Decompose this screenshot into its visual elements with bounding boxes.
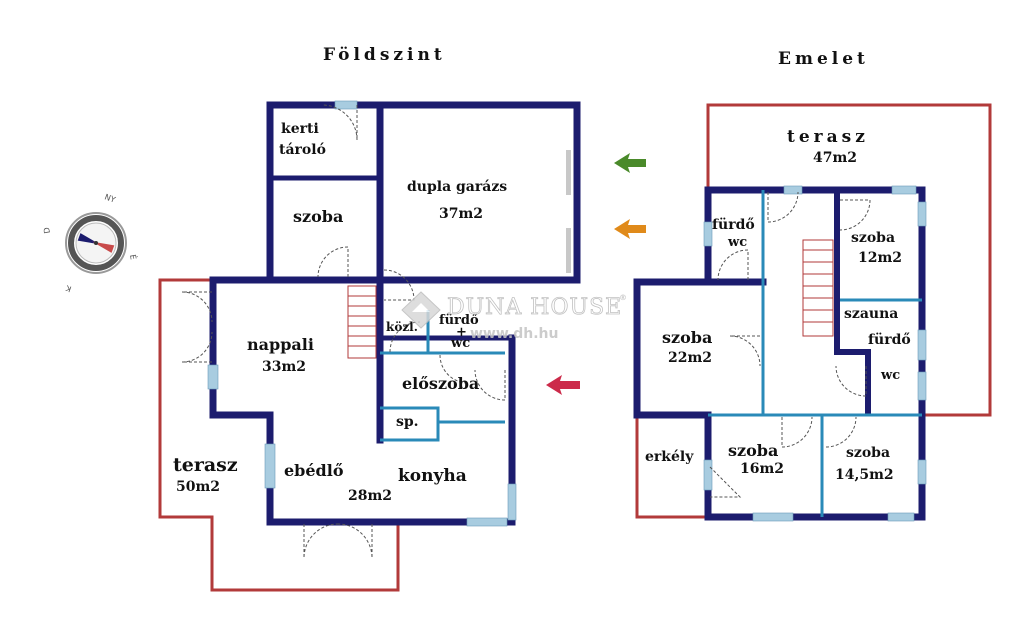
room16-area: 16m2 <box>740 461 784 477</box>
arrow-left-icon <box>614 219 646 239</box>
dining-area: 28m2 <box>348 488 392 504</box>
ground-terrace-label: terasz <box>173 454 238 476</box>
ground-stairs <box>347 285 377 359</box>
ground-floor: kerti tároló dupla garázs 37m2 szoba nap… <box>158 100 581 592</box>
watermark-brand: DUNA HOUSE <box>447 295 622 320</box>
sauna-label: szauna <box>844 306 898 322</box>
bath-label-2: + <box>456 325 467 340</box>
ground-outer-walls <box>209 101 581 526</box>
garage-label: dupla garázs <box>407 179 507 195</box>
storage-label-2: tároló <box>279 142 326 158</box>
house-logo-icon <box>401 291 441 329</box>
living-area: 33m2 <box>262 359 306 375</box>
upper-floor-title: Emelet <box>778 49 869 69</box>
ground-partitions <box>380 310 505 442</box>
watermark-reg: ® <box>619 293 627 302</box>
compass-e: É <box>128 253 140 260</box>
bath2-label: fürdő <box>868 332 911 348</box>
corridor-label: közl. <box>386 320 418 334</box>
upper-partitions <box>708 190 922 517</box>
living-label: nappali <box>247 335 314 354</box>
upper-floor: terasz 47m2 fürdő wc szoba 12m2 szoba 22… <box>633 103 992 522</box>
room16-label: szoba <box>728 441 778 460</box>
upper-terrace-outline <box>706 103 992 417</box>
upper-bath-label: fürdő <box>712 217 755 233</box>
bath-label-3: wc <box>450 336 470 351</box>
garage-area: 37m2 <box>439 206 483 222</box>
hall-label: előszoba <box>402 374 479 393</box>
arrow-left-icon <box>546 375 580 395</box>
ground-terrace-area: 50m2 <box>176 479 220 495</box>
watermark-url: www.dh.hu <box>470 326 558 342</box>
compass-icon: NY É K D <box>42 192 140 293</box>
compass-d: D <box>42 227 52 235</box>
bath2-wc: wc <box>880 368 900 383</box>
bath-label-1: fürdő <box>439 313 479 328</box>
upper-terrace-area: 47m2 <box>813 150 857 166</box>
upper-doors <box>709 191 871 498</box>
storage-label-1: kerti <box>281 121 319 137</box>
kitchen-label: konyha <box>398 466 467 486</box>
dining-label: ebédlő <box>284 461 344 480</box>
balcony-outline <box>635 418 708 519</box>
compass-ny: NY <box>103 192 116 204</box>
room22-area: 22m2 <box>668 350 712 366</box>
watermark: DUNA HOUSE ® www.dh.hu <box>401 291 627 342</box>
balcony-label: erkély <box>645 449 694 465</box>
room145-area: 14,5m2 <box>835 467 894 483</box>
upper-terrace-label: terasz <box>787 127 869 147</box>
compass-k: K <box>64 283 73 294</box>
garage-door-marks <box>566 150 571 273</box>
ground-windows <box>207 100 517 527</box>
upper-bath-wc: wc <box>727 235 747 250</box>
arrow-left-icon <box>614 153 646 173</box>
pantry-label: sp. <box>396 414 419 430</box>
upper-windows <box>703 185 927 522</box>
upper-stairs <box>802 239 834 337</box>
ground-terrace-outline <box>158 278 400 592</box>
room22-label: szoba <box>662 328 712 347</box>
ground-floor-title: Földszint <box>323 45 446 65</box>
room145-label: szoba <box>846 445 890 461</box>
room12-area: 12m2 <box>858 250 902 266</box>
room12-label: szoba <box>851 230 895 246</box>
room-label: szoba <box>293 207 343 226</box>
